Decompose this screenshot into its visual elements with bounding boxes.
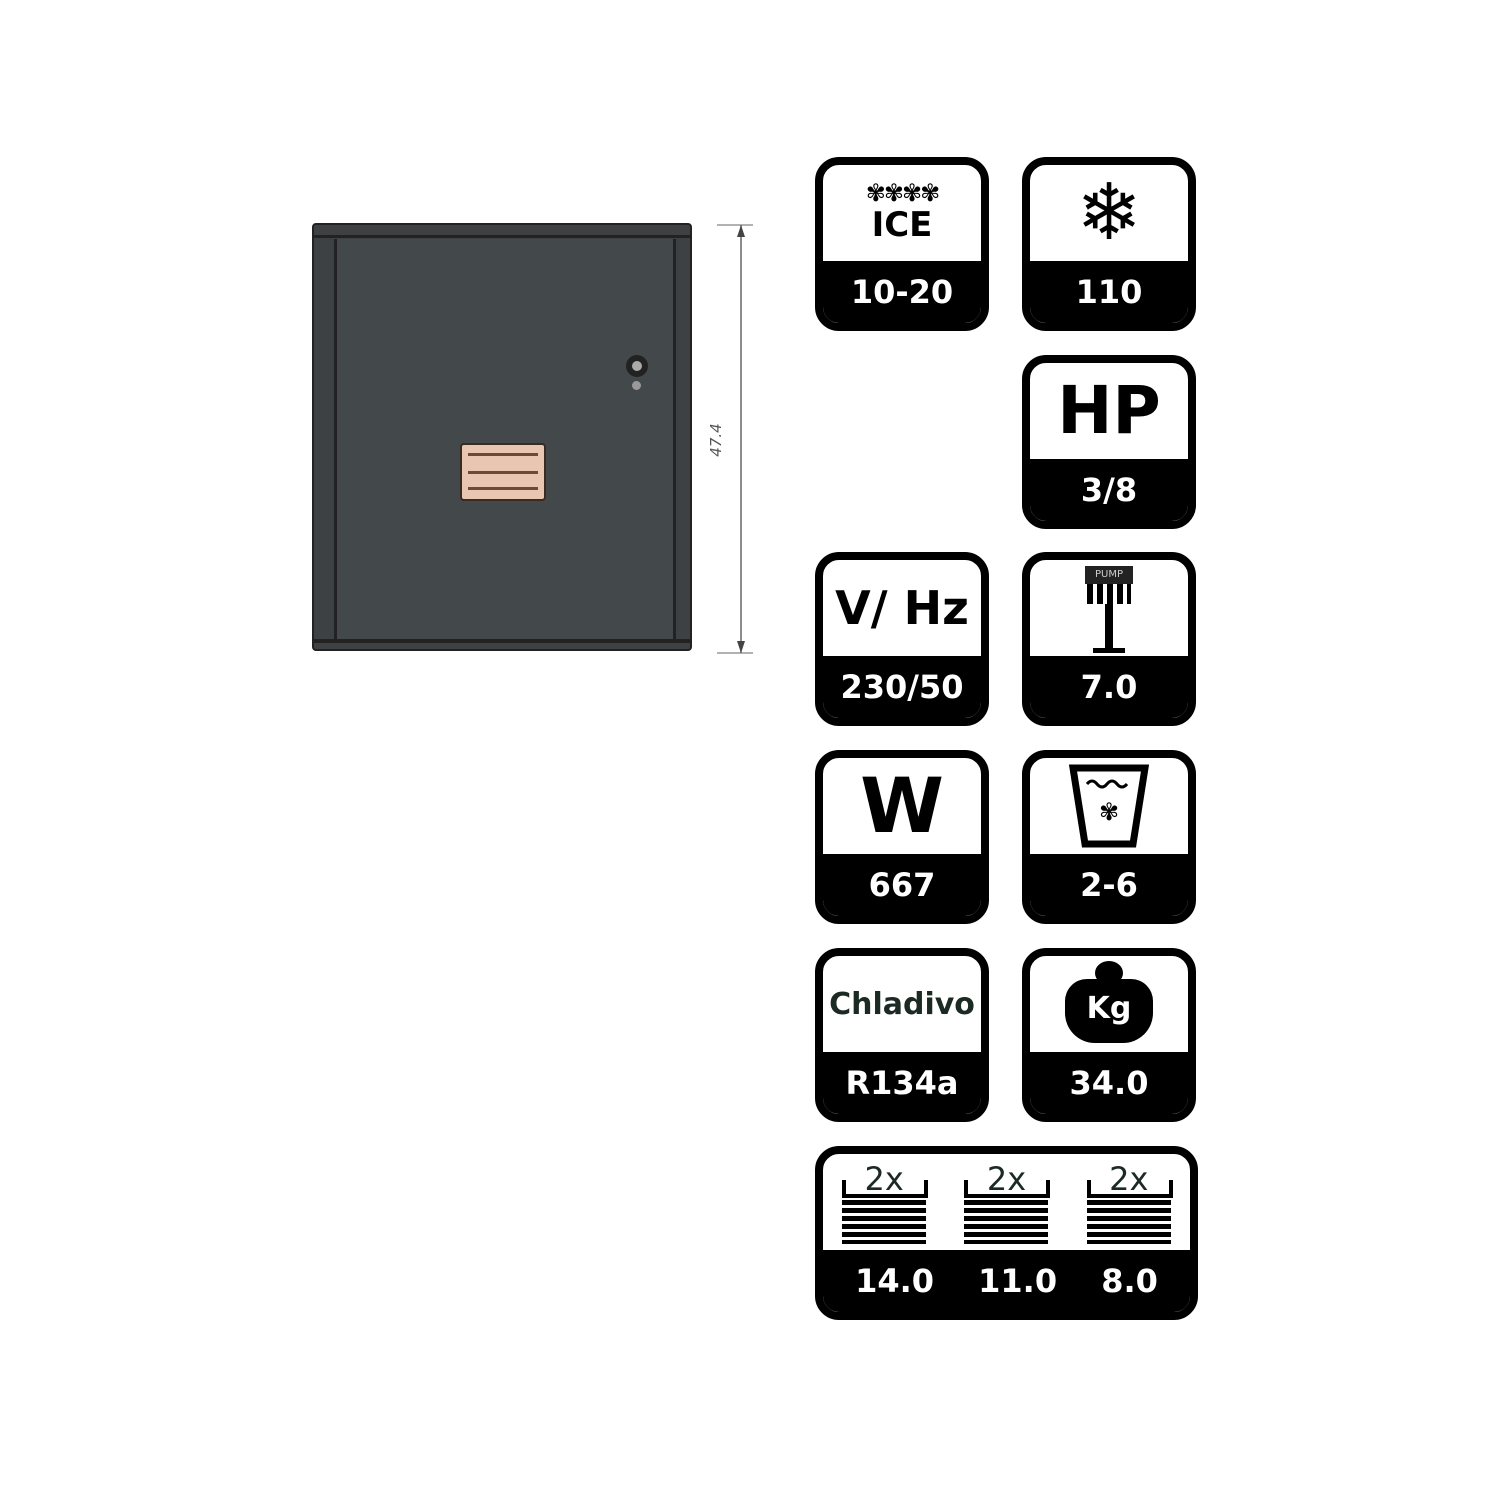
spec-voltage: V/ Hz 230/50 [815,552,989,726]
spec-ice-size: ✾✾✾✾ ICE 10-20 [815,157,989,331]
spec-value: 110 [1030,261,1188,323]
spec-value: 2-6 [1030,854,1188,916]
brand-logo [460,443,546,501]
spec-value: 230/50 [823,656,981,718]
spec-value: 7.0 [1030,656,1188,718]
height-dimension-label: 47.4 [707,423,725,457]
spec-pump: PUMP 7.0 [1022,552,1196,726]
svg-text:✾: ✾ [1099,798,1119,826]
spec-horsepower: HP 3/8 [1022,355,1196,529]
ice-cube-stack-icon: 2x [1086,1160,1173,1244]
ice-cube-stack-icon: 2x [964,1160,1051,1244]
ice-cube-stack-icon: 2x [842,1160,929,1244]
spec-cube-sizes: 2x 2x 2x 14.0 11.0 8.0 [815,1146,1198,1320]
spec-value: 10-20 [823,261,981,323]
spec-value: 14.0 [855,1262,935,1300]
pump-icon: PUMP [1079,566,1139,666]
spec-storage: ✾ 2-6 [1022,750,1196,924]
spec-value: 11.0 [978,1262,1058,1300]
spec-value: 667 [823,854,981,916]
spec-value: 3/8 [1030,459,1188,521]
spec-weight: Kg 34.0 [1022,948,1196,1122]
height-dimension-line [717,224,753,654]
ice-glass-icon: ✾ [1069,764,1149,848]
cabinet-door [334,239,676,641]
snowflake-icon: ❄ [1076,168,1142,258]
ice-snowflakes-icon: ✾✾✾✾ [865,179,940,207]
spec-refrigerant: Chladivo R134a [815,948,989,1122]
spec-wattage: W 667 [815,750,989,924]
weight-icon: Kg [1059,959,1159,1049]
cabinet [312,223,692,651]
spec-value: 8.0 [1101,1262,1158,1300]
lock-icon [626,355,648,377]
spec-value: 34.0 [1030,1052,1188,1114]
spec-value: R134a [823,1052,981,1114]
spec-production: ❄ 110 [1022,157,1196,331]
product-front-view [312,223,753,655]
